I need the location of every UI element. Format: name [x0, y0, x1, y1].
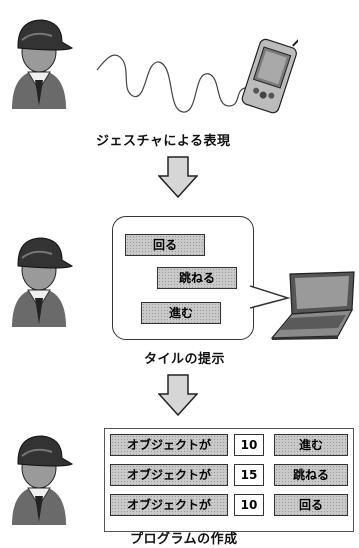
program-action-tile[interactable]: 跳ねる: [274, 464, 348, 486]
bubble-tile-1[interactable]: 回る: [125, 234, 205, 256]
down-arrow-2: [158, 374, 198, 416]
program-number-field[interactable]: 10: [234, 434, 264, 456]
bubble-tile-2[interactable]: 跳ねる: [157, 267, 237, 289]
caption-program: プログラムの作成: [130, 532, 238, 547]
person-icon-gesture: [12, 19, 74, 109]
caption-tiles: タイルの提示: [144, 352, 226, 367]
down-arrow-1: [158, 156, 198, 198]
bubble-tile-3[interactable]: 進む: [141, 302, 221, 324]
program-subject-tile[interactable]: オブジェクトが: [110, 464, 228, 486]
gesture-trace: [96, 54, 246, 113]
program-number-field[interactable]: 10: [234, 494, 264, 516]
laptop-icon: [270, 271, 355, 340]
program-subject-tile[interactable]: オブジェクトが: [110, 494, 228, 516]
program-action-tile[interactable]: 進む: [274, 434, 348, 456]
speech-bubble-tail: [250, 285, 290, 309]
caption-gesture: ジェスチャによる表現: [96, 134, 231, 149]
person-icon-tiles: [12, 237, 74, 327]
program-number-field[interactable]: 15: [234, 464, 264, 486]
person-icon-program: [12, 435, 74, 525]
pda-device-icon: [241, 38, 298, 114]
program-action-tile[interactable]: 回る: [274, 494, 348, 516]
program-subject-tile[interactable]: オブジェクトが: [110, 434, 228, 456]
